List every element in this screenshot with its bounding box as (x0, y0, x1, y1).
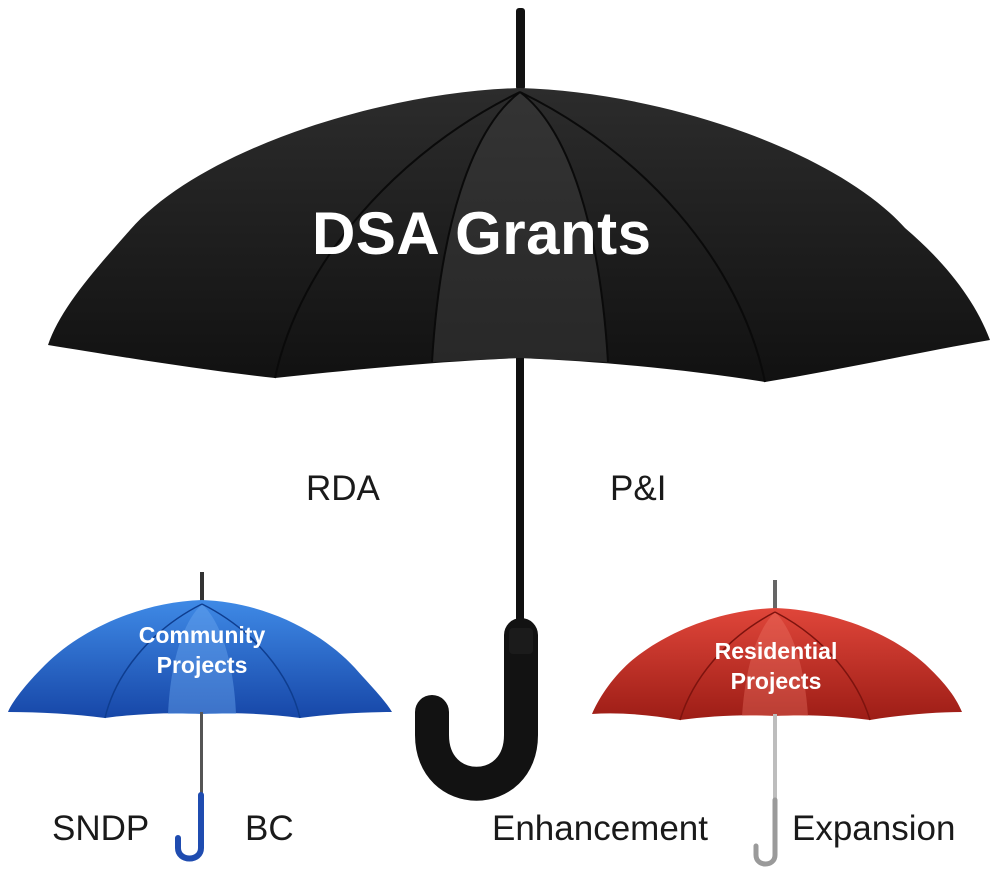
community-title-line1: Community (138, 622, 266, 648)
community-title-line2: Projects (156, 652, 248, 678)
branch-label-rda: RDA (306, 469, 380, 508)
branch-label-pi: P&I (610, 469, 667, 508)
residential-umbrella-handle (753, 797, 778, 867)
main-umbrella-rib-panels (432, 92, 608, 362)
community-umbrella-canopy (8, 600, 392, 718)
residential-title-line1: Residential (714, 638, 838, 664)
main-umbrella-shaft (516, 358, 524, 638)
main-umbrella-tip (516, 8, 525, 90)
community-label-sndp: SNDP (52, 809, 150, 848)
community-umbrella (8, 572, 392, 862)
residential-title: Residential Projects (676, 636, 876, 696)
residential-label-expansion: Expansion (792, 809, 956, 848)
main-umbrella-handle (415, 618, 538, 801)
community-title: Community Projects (102, 620, 302, 680)
residential-title-line2: Projects (730, 668, 822, 694)
main-umbrella (48, 8, 990, 801)
main-title: DSA Grants (312, 200, 652, 267)
residential-label-enhancement: Enhancement (492, 809, 708, 848)
residential-umbrella (592, 580, 962, 867)
main-umbrella-ribs (274, 91, 766, 383)
residential-umbrella-canopy (592, 608, 962, 720)
community-umbrella-handle (175, 792, 204, 862)
community-label-bc: BC (245, 809, 294, 848)
